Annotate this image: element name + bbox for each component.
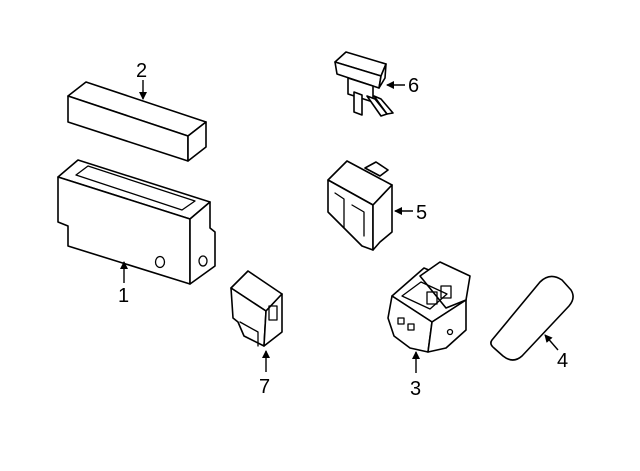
part-7-connector: [230, 270, 283, 347]
callout-3: 3: [410, 378, 421, 400]
callout-6: 6: [408, 75, 419, 97]
callout-7: 7: [259, 376, 270, 398]
part-6-fuse: [334, 51, 394, 117]
part-2-cover: [67, 81, 207, 162]
part-4-pad: [490, 275, 574, 361]
callout-2: 2: [136, 60, 147, 82]
callout-labels: 1 2 3 4 5 6 7: [118, 60, 568, 400]
leader-4: [544, 334, 559, 351]
part-5-relay: [327, 160, 393, 251]
part-1-housing: [57, 159, 216, 285]
callout-1: 1: [118, 285, 129, 307]
part-3-socket: [387, 261, 471, 353]
callout-5: 5: [416, 202, 427, 224]
leader-lines: [120, 80, 559, 373]
callout-4: 4: [557, 350, 568, 372]
